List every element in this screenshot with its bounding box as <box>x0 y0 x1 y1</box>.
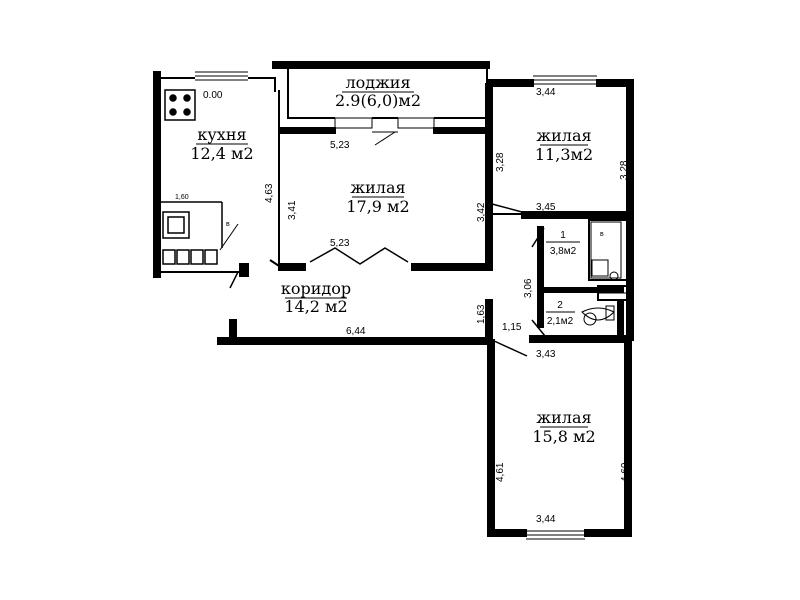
kitchen-walls <box>153 71 280 278</box>
living1-bottom-dim: 5,23 <box>330 238 350 249</box>
living2-top-dim: 3,44 <box>536 87 556 98</box>
living3-left-dim: 4,61 <box>495 462 506 482</box>
living2-name: жилая <box>536 126 591 145</box>
kitchen-height: 4,63 <box>264 183 275 203</box>
bath-vent-mark: в <box>600 231 604 238</box>
living2-window <box>533 75 597 85</box>
bathroom-walls <box>531 219 630 341</box>
living1-top-dim: 5,23 <box>330 140 350 151</box>
level-label: 0.00 <box>203 90 223 101</box>
corridor-side-dim: 1,63 <box>476 304 487 324</box>
kitchen-window <box>195 71 248 81</box>
loggia-door-swing <box>374 131 396 146</box>
living1-name: жилая <box>350 178 405 197</box>
kitchen-area: 12,4 м2 <box>190 144 253 163</box>
living1-left-dim: 3,41 <box>287 200 298 220</box>
bath-area: 3,8м2 <box>550 246 577 257</box>
living1-right-dim: 3,42 <box>476 202 487 222</box>
living3-window <box>526 530 585 540</box>
living2-walls <box>487 79 634 341</box>
bath-number: 1 <box>560 230 566 241</box>
living3-top-dim: 3,43 <box>536 349 556 360</box>
living3-right-dim: 4,60 <box>620 462 631 482</box>
kitchen-vent-mark: в <box>226 221 230 228</box>
living2-area: 11,3м2 <box>535 145 593 164</box>
wc-area: 2,1м2 <box>547 316 574 327</box>
bath-fixtures <box>581 221 622 326</box>
living1-walls <box>278 83 493 271</box>
living1-area: 17,9 м2 <box>346 197 409 216</box>
stove <box>164 89 196 121</box>
kitchen-counter-length: 1,60 <box>175 194 189 201</box>
living3-name: жилая <box>536 408 591 427</box>
loggia-area: 2.9(6,0)м2 <box>335 91 421 110</box>
loggia-name: лоджия <box>345 73 410 92</box>
corridor-door-dim: 1,15 <box>502 322 522 333</box>
living2-bottom-dim: 3,45 <box>536 202 556 213</box>
living2-right-dim: 3,28 <box>619 160 630 180</box>
corridor-area: 14,2 м2 <box>284 297 347 316</box>
wc-number: 2 <box>557 300 563 311</box>
corridor-name: коридор <box>281 279 351 298</box>
living3-walls <box>487 335 632 537</box>
loggia-door-window <box>334 117 435 133</box>
living3-bottom-dim: 3,44 <box>536 514 556 525</box>
corridor-length-dim: 6,44 <box>346 326 366 337</box>
living2-left-dim: 3,28 <box>495 152 506 172</box>
living3-area: 15,8 м2 <box>532 427 595 446</box>
kitchen-name: кухня <box>197 125 246 144</box>
living1-doors <box>309 247 409 265</box>
bath-height-dim: 3,06 <box>523 278 534 298</box>
kitchen-counter <box>160 201 239 265</box>
